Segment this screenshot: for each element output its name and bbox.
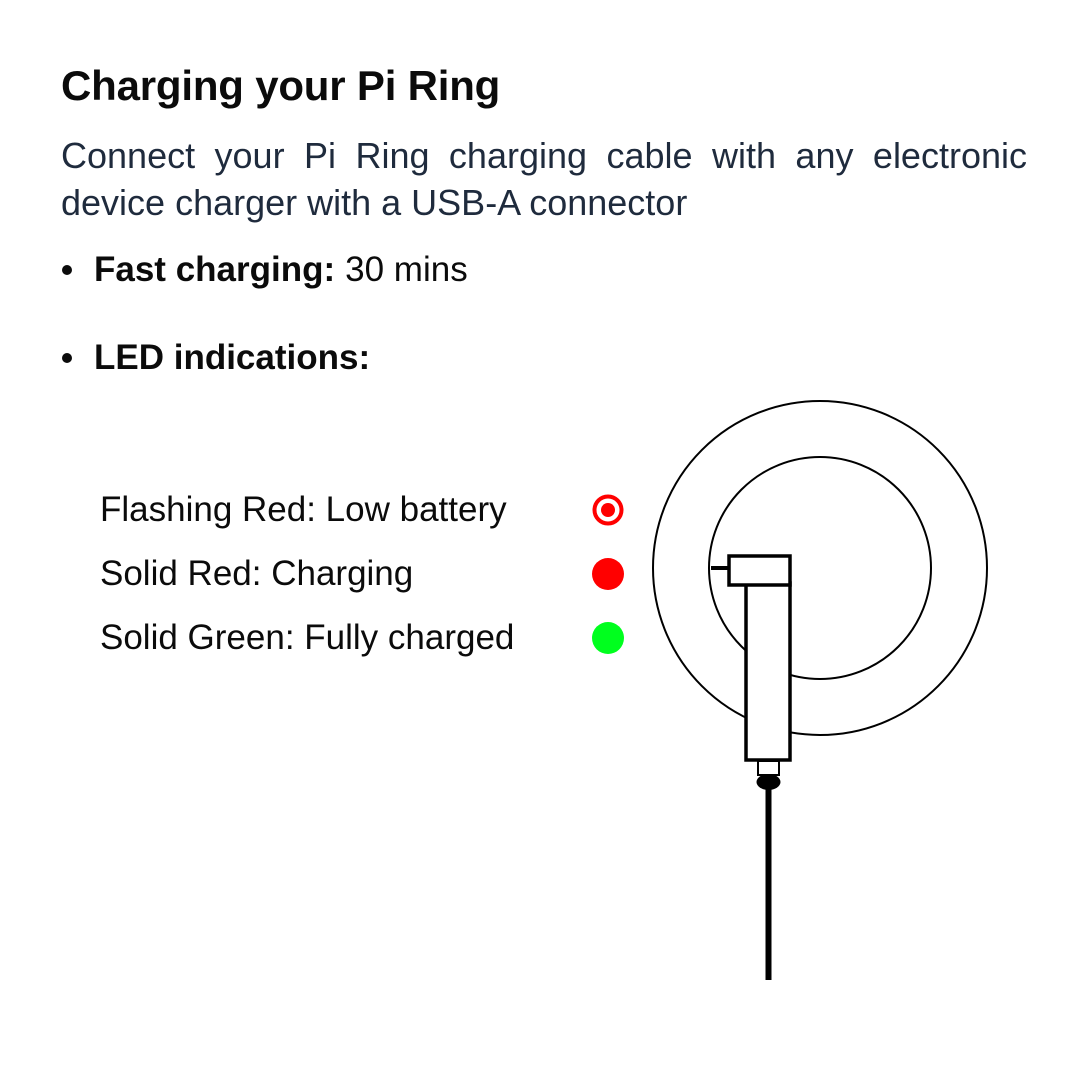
led-row-label: Solid Green: Fully charged [100,618,515,657]
charging-cable-icon [711,554,792,980]
led-row-label: Flashing Red: Low battery [100,490,507,529]
bullet-label: LED indications: [94,338,371,377]
solid-green-led-icon [592,622,624,654]
led-row-label: Solid Red: Charging [100,554,414,593]
page-title: Charging your Pi Ring [61,62,501,109]
intro-paragraph: Connect your Pi Ring charging cable with… [61,135,1027,223]
bullet-fast-charging: Fast charging: 30 mins [61,250,468,290]
led-indication-list: Flashing Red: Low battery Solid Red: Cha… [100,478,640,670]
flashing-red-led-icon [592,494,624,526]
ring-icon [652,400,988,736]
bullet-led-indications: LED indications: [61,338,370,378]
led-row-flashing-red: Flashing Red: Low battery [100,478,640,542]
bullet-dot-icon [62,265,72,275]
led-row-solid-green: Solid Green: Fully charged [100,606,640,670]
bullet-value: 30 mins [345,250,468,289]
bullet-dot-icon [62,353,72,363]
led-row-solid-red: Solid Red: Charging [100,542,640,606]
bullet-label: Fast charging: [94,250,336,289]
solid-red-led-icon [592,558,624,590]
